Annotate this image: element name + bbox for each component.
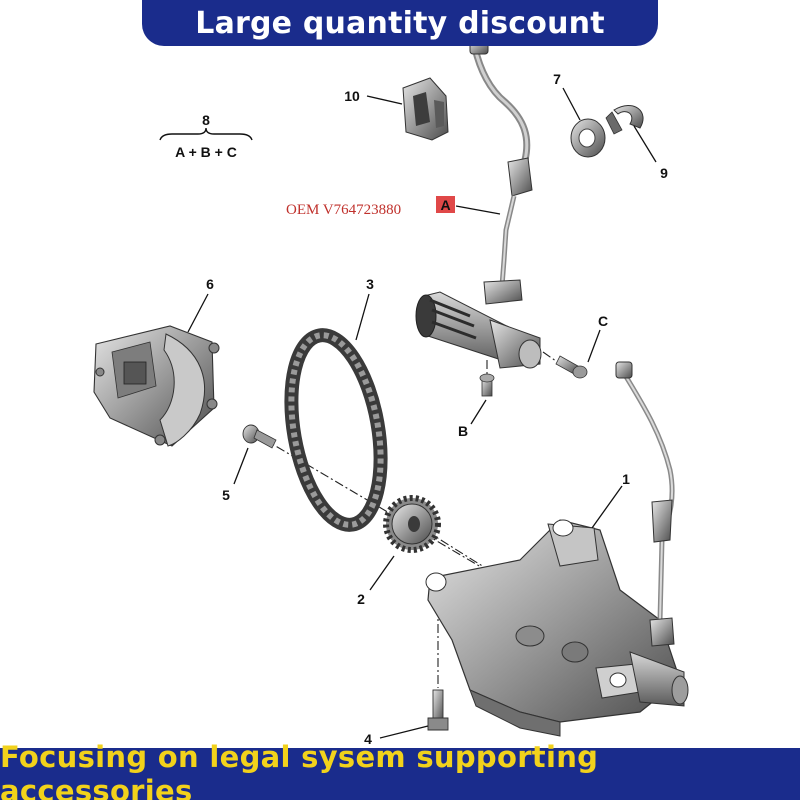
- formula-expression: A + B + C: [175, 144, 237, 160]
- callout-3: 3: [366, 276, 374, 292]
- part-9-clip: [605, 105, 644, 135]
- callout-4: 4: [364, 731, 372, 747]
- part-5-bolt: [242, 424, 277, 449]
- part-4-bolt: [427, 689, 449, 731]
- callout-5: 5: [222, 487, 230, 503]
- callout-9: 9: [660, 165, 668, 181]
- leader-4: [379, 725, 429, 739]
- callout-2: 2: [357, 591, 365, 607]
- bottom-promo-text: Focusing on legal sysem supporting acces…: [0, 740, 599, 800]
- part-10-bracket: [402, 77, 449, 141]
- part-c-bolt: [555, 355, 588, 379]
- oem-number-label: OEM V764723880: [286, 202, 401, 218]
- formula-brace: [159, 127, 253, 141]
- part-1-pump-body: [425, 519, 689, 737]
- part-2-sprocket: [383, 495, 441, 553]
- callout-a-highlight: [436, 196, 455, 213]
- part-7-seal-ring: [570, 118, 606, 158]
- leader-10: [366, 95, 403, 105]
- part-3-timing-chain: [284, 328, 388, 532]
- bottom-promo-banner: Focusing on legal sysem supporting acces…: [0, 740, 800, 800]
- leader-c: [587, 329, 601, 363]
- formula-label: 8: [202, 112, 210, 128]
- part-6-cover-housing: [93, 325, 220, 447]
- callout-b: B: [458, 423, 468, 439]
- solenoid-valve: [415, 291, 542, 369]
- callout-6: 6: [206, 276, 214, 292]
- leader-5: [233, 447, 249, 485]
- top-promo-banner: Large quantity discount: [142, 0, 658, 46]
- callout-10: 10: [344, 88, 360, 104]
- leader-7: [562, 87, 581, 121]
- leader-a: [455, 205, 501, 215]
- part-b-bolt: [479, 373, 495, 397]
- leader-2: [369, 555, 395, 591]
- part-a-sensor-cable: [469, 39, 533, 305]
- leader-3: [355, 293, 370, 341]
- leader-1: [591, 485, 623, 529]
- leader-6: [187, 293, 209, 333]
- leader-9: [633, 125, 657, 163]
- callout-a: A: [440, 197, 450, 213]
- leader-b: [470, 399, 487, 425]
- top-promo-text: Large quantity discount: [195, 5, 605, 41]
- pump-sensor-cable: [615, 361, 675, 647]
- callout-c: C: [598, 313, 608, 329]
- callout-1: 1: [622, 471, 630, 487]
- callout-7: 7: [553, 71, 561, 87]
